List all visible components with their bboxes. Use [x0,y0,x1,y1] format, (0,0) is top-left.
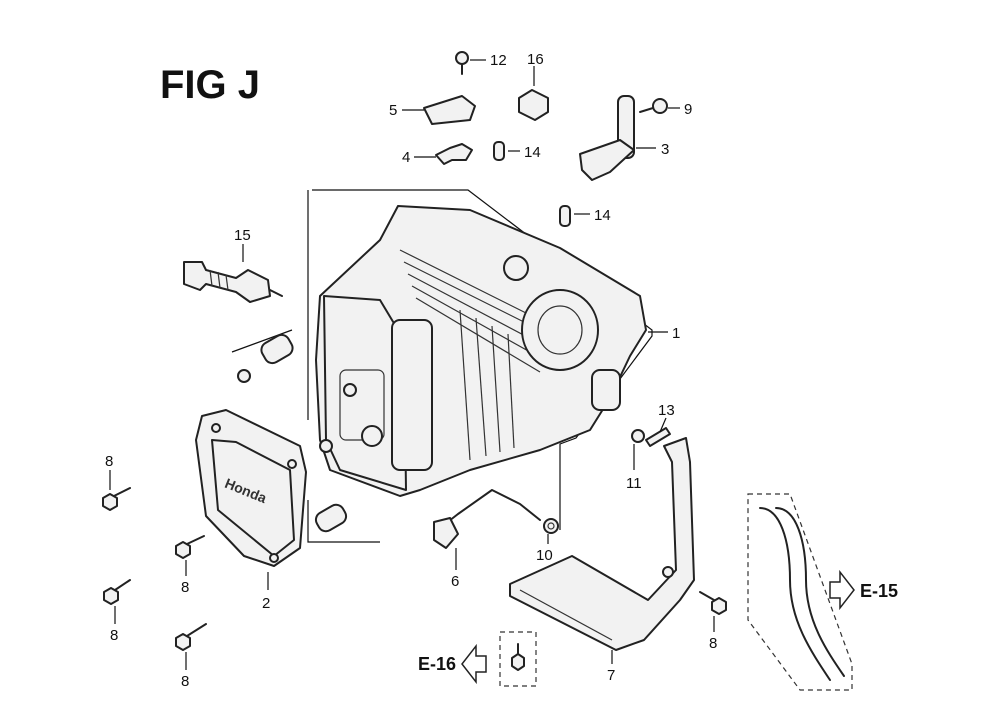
part-3-breather-tube [579,95,656,181]
callout-12: 12 [490,52,507,69]
e16-reference-group [461,631,537,687]
callout-8e: 8 [709,635,717,652]
callout-4: 4 [402,149,410,166]
part-8-bolt-e [699,591,727,632]
callout-3: 3 [661,141,669,158]
assembly-bracket-line [231,189,653,543]
callout-5: 5 [389,102,397,119]
part-5-plate [402,95,476,125]
callout-1: 1 [672,325,680,342]
ref-e15: E-15 [860,581,898,601]
callout-8b: 8 [181,579,189,596]
part-14-pin-top [493,141,520,161]
part-14-pin-right [559,205,590,227]
callout-6: 6 [451,573,459,590]
e15-arrow-icon [829,569,855,611]
part-10-washer [543,518,559,544]
part-7-guide-plate [509,437,695,664]
callout-14a: 14 [524,144,541,161]
valve-seals [237,333,348,533]
callout-14b: 14 [594,207,611,224]
part-16-block [518,66,549,121]
callout-8d: 8 [181,673,189,690]
callout-10: 10 [536,547,553,564]
callout-2: 2 [262,595,270,612]
part-8-bolt-b [175,535,205,576]
callout-13: 13 [658,402,675,419]
callout-15: 15 [234,227,251,244]
ref-e16: E-16 [418,654,456,674]
part-12-bolt [455,51,486,75]
part-15-spark-plug [183,244,283,303]
callout-8a: 8 [105,453,113,470]
e16-arrow-icon [461,643,487,685]
callout-7: 7 [607,667,615,684]
part-8-bolt-c [103,579,131,624]
callout-16: 16 [527,51,544,68]
part-2-head-cover: Honda [195,409,307,590]
part-6-lever [433,489,541,570]
callout-9: 9 [684,101,692,118]
e15-reference-group [747,493,855,691]
part-13-bolt [645,417,671,447]
part-8-bolt-d [175,623,207,670]
callout-11: 11 [626,475,642,492]
part-1-cylinder-barrel [315,205,668,497]
part-9-bolt [639,98,680,114]
part-11-washer [631,429,645,470]
figure-title: FIG J [160,63,260,107]
part-8-bolt-a [102,470,131,511]
part-4-lever [414,143,473,165]
callout-8c: 8 [110,627,118,644]
